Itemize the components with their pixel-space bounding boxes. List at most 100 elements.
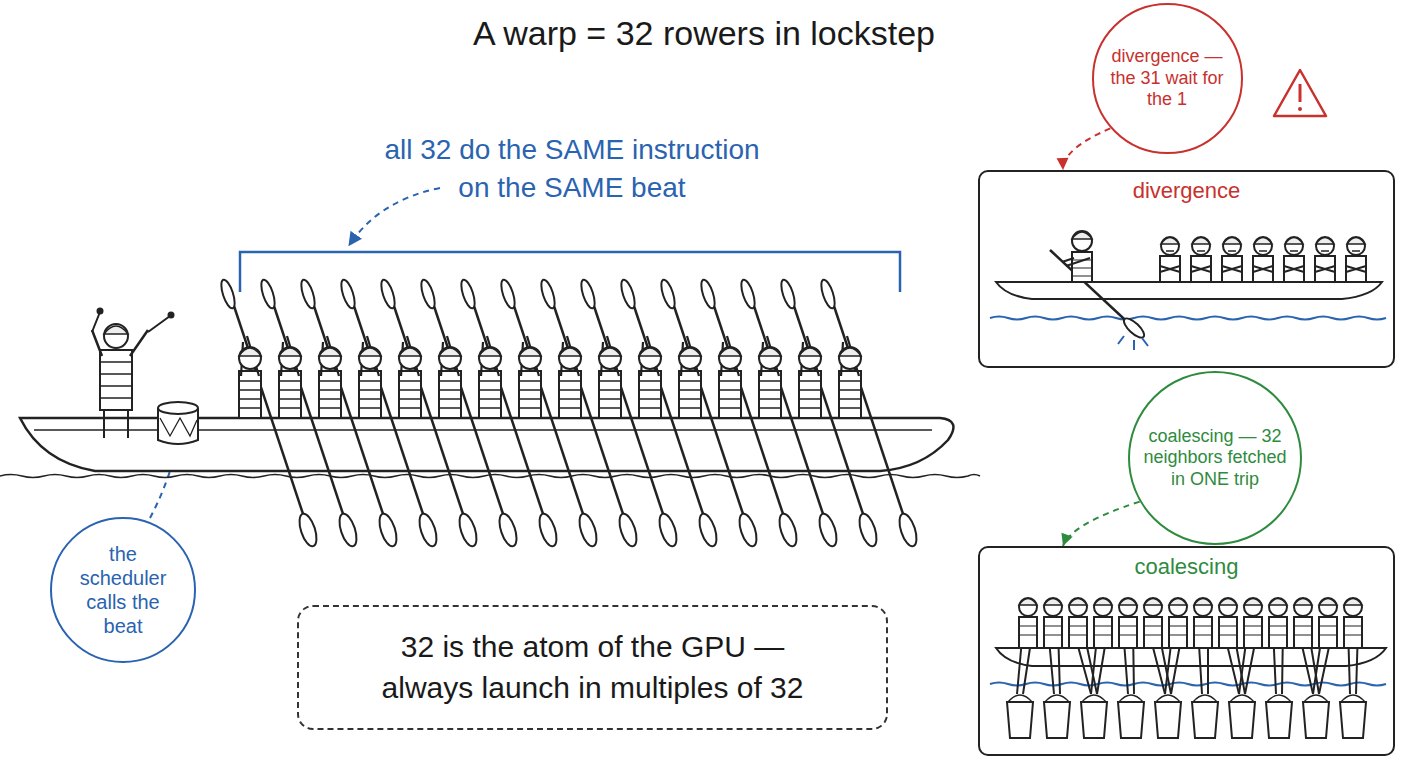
oar-blade	[699, 278, 718, 310]
dashed-arrow	[1057, 128, 1111, 170]
oar	[308, 288, 390, 535]
rower-body	[1319, 617, 1337, 648]
rower-cap	[599, 348, 621, 356]
oar-blade	[219, 278, 238, 310]
stripes	[1344, 626, 1362, 635]
oar	[348, 288, 430, 535]
bucket	[1044, 702, 1070, 738]
oar	[468, 288, 550, 535]
rower-body	[439, 371, 461, 418]
dashed-arrow	[1061, 502, 1139, 546]
bucket-handle	[1119, 695, 1143, 702]
stripes	[1194, 626, 1212, 635]
oar-blade	[619, 278, 638, 310]
stripes	[1219, 626, 1237, 635]
oar	[228, 288, 310, 535]
rower-cap	[1094, 599, 1112, 606]
rower-cap	[1219, 599, 1237, 606]
rower-head	[439, 347, 461, 369]
oar-blade	[336, 512, 360, 549]
stripes	[1069, 626, 1087, 635]
rower-body	[639, 371, 661, 418]
oar-blade	[379, 278, 398, 310]
rower-body	[1094, 617, 1112, 648]
water-line	[990, 683, 1386, 686]
rower-head	[559, 347, 581, 369]
drummer-body	[100, 350, 132, 410]
oar-blade	[496, 512, 520, 549]
oar	[548, 288, 630, 535]
oar	[788, 288, 870, 535]
rower-body	[1072, 252, 1092, 282]
annotation: all 32 do the SAME instruction on the SA…	[384, 134, 759, 203]
rower-body	[1269, 617, 1287, 648]
rower-body	[1284, 256, 1304, 282]
rower-cap	[359, 348, 381, 356]
callout-circle: divergence — the 31 wait for the 1	[1092, 3, 1243, 154]
rower-head	[1119, 598, 1137, 616]
rower-cap	[1344, 599, 1362, 606]
oar-blade	[499, 278, 518, 310]
rower-head	[1044, 598, 1062, 616]
stripes	[719, 381, 741, 408]
oar-blade	[579, 278, 598, 310]
oar-blade	[779, 278, 798, 310]
oar-blade	[1121, 315, 1147, 340]
crossed-arms	[1284, 266, 1304, 272]
rower-cap	[1223, 238, 1241, 245]
rower-head	[1347, 237, 1365, 255]
rower-body	[359, 371, 381, 418]
stripes	[479, 381, 501, 408]
stripes	[799, 381, 821, 408]
stripes	[679, 381, 701, 408]
node-text: coalescing — 32 neighbors fetched in ONE…	[1140, 426, 1290, 491]
rower-cap	[1144, 599, 1162, 606]
bucket-handle	[1341, 695, 1365, 702]
rower-body	[1244, 617, 1262, 648]
rower-body	[599, 371, 621, 418]
rower-cap	[1319, 599, 1337, 606]
rower-head	[319, 347, 341, 369]
rower-head	[1192, 237, 1210, 255]
rower-head	[1285, 237, 1303, 255]
connector-line	[1063, 128, 1110, 170]
node-text: coalescing	[980, 554, 1393, 580]
rower-head	[1072, 231, 1092, 251]
rower-body	[519, 371, 541, 418]
rower-cap	[719, 348, 741, 356]
rower-cap	[1072, 232, 1092, 239]
oar-blade	[259, 278, 278, 310]
bucket	[1303, 702, 1329, 738]
stripes	[1019, 626, 1037, 635]
rower-head	[1019, 598, 1037, 616]
rower-cap	[759, 348, 781, 356]
rower-head	[279, 347, 301, 369]
node-text: the scheduler calls the beat	[76, 542, 171, 638]
rower-body	[1160, 256, 1180, 282]
rower-head	[399, 347, 421, 369]
rower-body	[679, 371, 701, 418]
water	[990, 683, 1386, 686]
oar-blade	[536, 512, 560, 549]
oar-blade	[576, 512, 600, 549]
rower-head	[839, 347, 861, 369]
rower-cap	[1194, 599, 1212, 606]
frown	[1259, 250, 1267, 252]
stripes	[239, 381, 261, 408]
oar-blade	[816, 512, 840, 549]
oar-blade	[739, 278, 758, 310]
oar	[428, 288, 510, 535]
frown	[1228, 250, 1236, 252]
leader-line	[350, 188, 440, 244]
rower-cap	[1069, 599, 1087, 606]
stripes	[1144, 626, 1162, 635]
stripes	[100, 362, 132, 398]
rower-body	[1191, 256, 1211, 282]
rower-head	[1294, 598, 1312, 616]
oars	[219, 278, 920, 548]
oar	[708, 288, 790, 535]
rower-cap	[679, 348, 701, 356]
note-box: 32 is the atom of the GPU — always launc…	[297, 605, 888, 730]
rower-arms	[1062, 258, 1090, 266]
bucket	[1081, 702, 1107, 738]
